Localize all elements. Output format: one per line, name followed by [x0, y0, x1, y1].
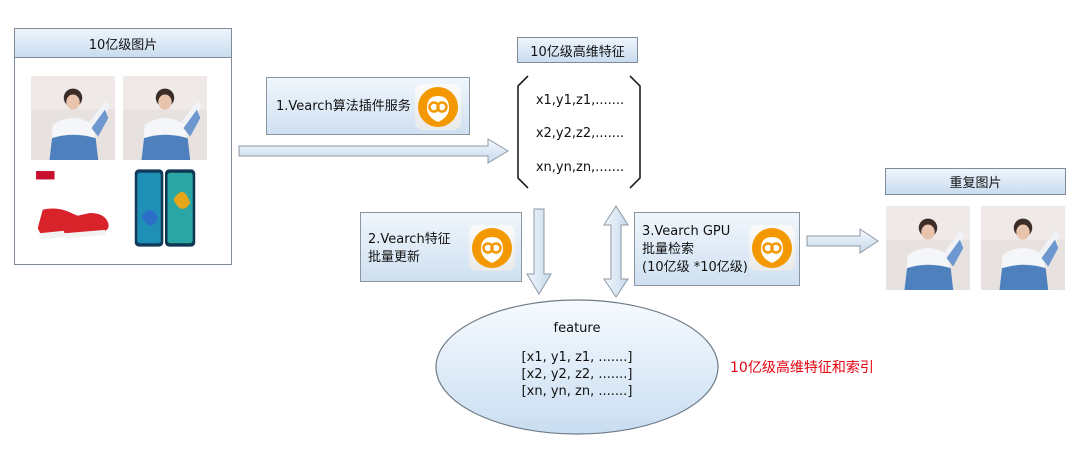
- person-photo-1: [31, 76, 115, 160]
- person-photo-2: [123, 76, 207, 160]
- feature-store-row-2: [x2, y2, z2, .......]: [521, 367, 633, 382]
- sneakers-photo: [31, 166, 115, 250]
- step2-label-line1: 2.Vearch特征: [368, 232, 451, 247]
- step3-box: 3.Vearch GPU 批量检索 (10亿级 *10亿级): [634, 212, 800, 286]
- images-panel-title-text: 10亿级图片: [88, 37, 158, 53]
- feature-brackets: [517, 75, 641, 189]
- features-title: 10亿级高维特征: [517, 37, 638, 63]
- images-panel-title: 10亿级图片: [14, 28, 232, 58]
- step3-label-line1: 3.Vearch GPU: [642, 224, 731, 239]
- arrow-updown-icon: [603, 205, 629, 298]
- step3-label-line2: 批量检索: [642, 242, 695, 257]
- feature-store-row-1: [x1, y1, z1, .......]: [521, 350, 633, 365]
- duplicates-title: 重复图片: [885, 168, 1066, 195]
- images-panel: [14, 57, 232, 265]
- vearch-logo-icon: [415, 84, 461, 130]
- duplicates-title-text: 重复图片: [949, 176, 1002, 191]
- duplicate-photo-2: [981, 206, 1065, 290]
- step3-label-line3: (10亿级 *10亿级): [642, 260, 748, 275]
- feature-row-1: x1,y1,z1,.......: [535, 93, 625, 108]
- feature-store-ellipse: [435, 299, 719, 435]
- feature-row-3: xn,yn,zn,.......: [535, 160, 625, 175]
- arrow-right-icon: [806, 228, 879, 254]
- step1-label: 1.Vearch算法插件服务: [276, 99, 411, 114]
- arrow-right-icon: [238, 138, 509, 164]
- phone-photo: [123, 166, 207, 250]
- arrow-down-icon: [526, 208, 552, 295]
- feature-store-title: feature: [553, 321, 601, 336]
- index-annotation: 10亿级高维特征和索引: [730, 360, 874, 376]
- feature-store-row-3: [xn, yn, zn, .......]: [521, 384, 633, 399]
- feature-row-2: x2,y2,z2,.......: [535, 126, 625, 141]
- vearch-logo-icon: [749, 225, 795, 271]
- step2-box: 2.Vearch特征 批量更新: [360, 212, 522, 282]
- vearch-logo-icon: [469, 225, 515, 271]
- step2-label-line2: 批量更新: [368, 250, 421, 265]
- step1-box: 1.Vearch算法插件服务: [266, 77, 470, 135]
- features-title-text: 10亿级高维特征: [530, 44, 625, 60]
- duplicate-photo-1: [886, 206, 970, 290]
